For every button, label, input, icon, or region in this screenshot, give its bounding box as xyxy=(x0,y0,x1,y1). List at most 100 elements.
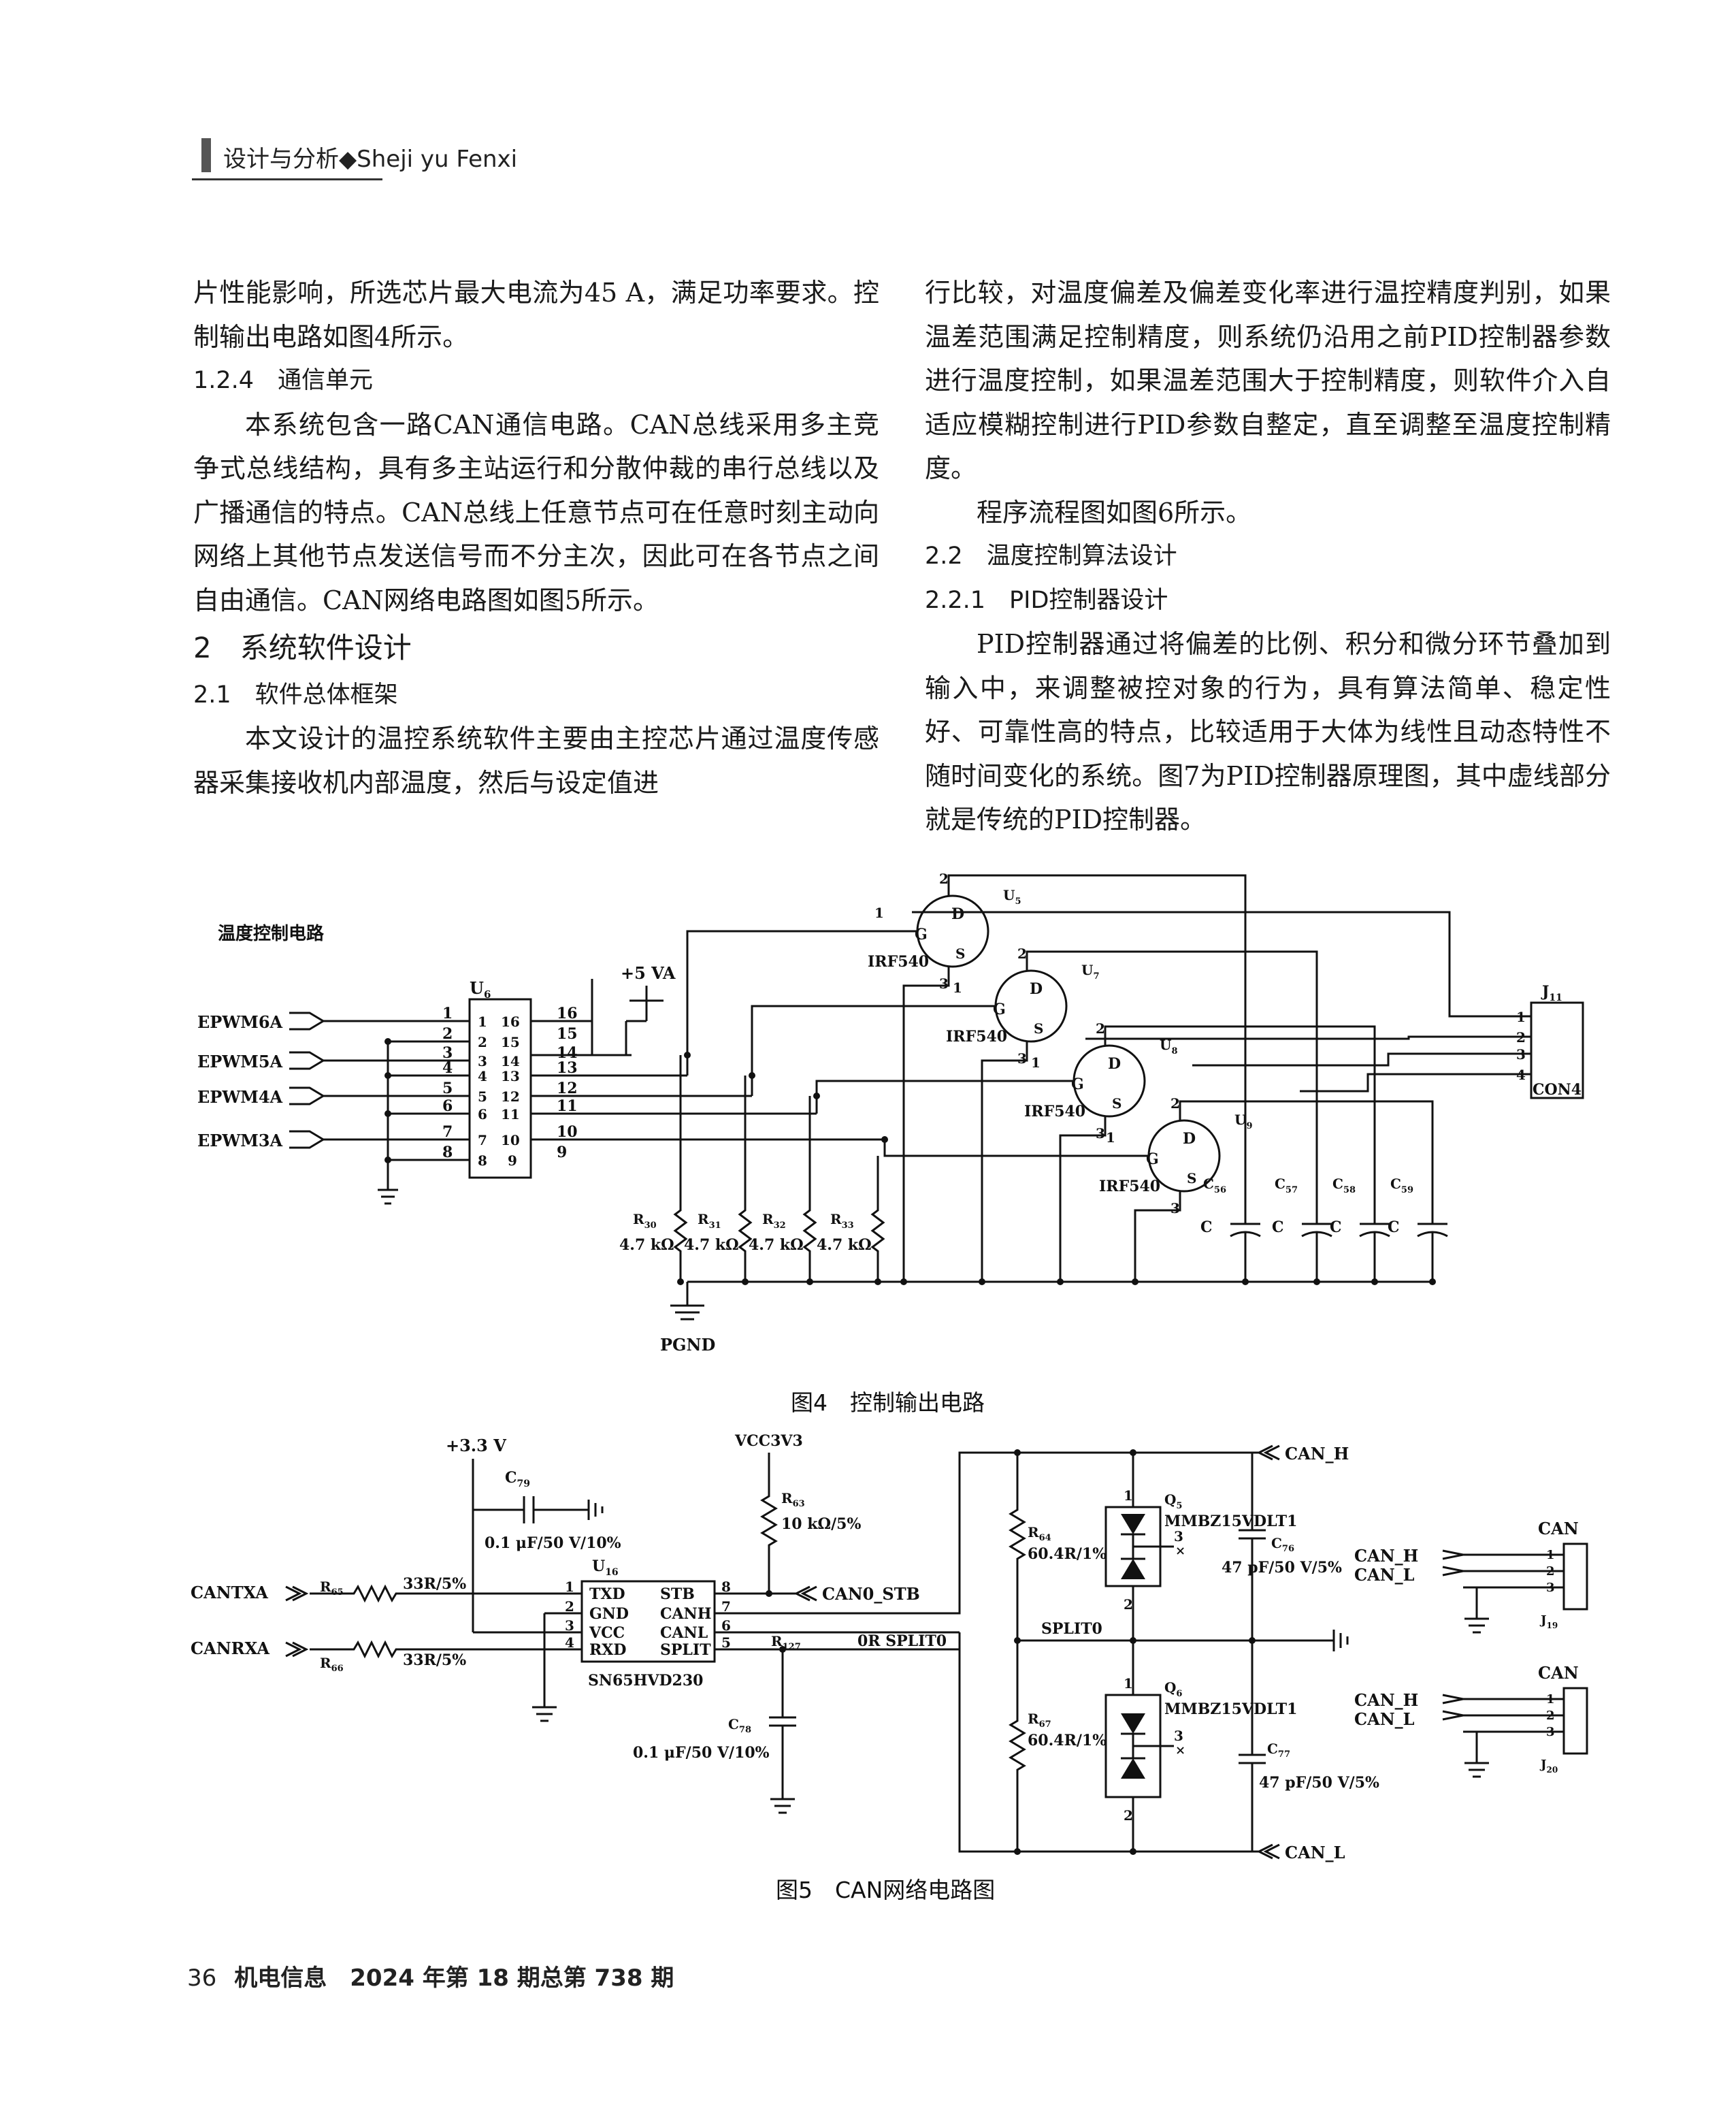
resistor-symbol xyxy=(802,1096,817,1282)
cap-value: C xyxy=(1330,1218,1342,1236)
tvs-ref: Q6 xyxy=(1164,1679,1182,1699)
r66-label: R66 xyxy=(320,1655,344,1674)
u6-pin-number: 15 xyxy=(557,1025,578,1043)
cantx-label: CANTXA xyxy=(191,1583,268,1602)
mosfet-source-label: S xyxy=(1112,1095,1121,1112)
junction xyxy=(749,1072,755,1079)
u6-pin-number: 11 xyxy=(557,1097,578,1115)
u6-pin-inner: 15 xyxy=(501,1034,520,1050)
diode-icon xyxy=(1121,1713,1145,1734)
resistor-symbol xyxy=(673,1055,688,1282)
section-heading: 1.2.4 通信单元 xyxy=(193,367,374,394)
drain-bus xyxy=(1179,1100,1434,1224)
u6-pin-inner: 16 xyxy=(501,1014,520,1030)
mosfet-pin2: 2 xyxy=(1017,946,1027,962)
chip-pin-name: STB xyxy=(660,1585,695,1603)
r66-value: 33R/5% xyxy=(403,1651,466,1669)
tvs-pin3: 3 xyxy=(1174,1728,1183,1744)
u6-pin-inner: 3 xyxy=(478,1053,487,1069)
u6-pin-inner: 12 xyxy=(501,1088,520,1105)
stb-net: CAN0_STB xyxy=(822,1584,920,1604)
mosfet-drain-label: D xyxy=(951,905,964,923)
mosfet-ref: U9 xyxy=(1234,1112,1253,1131)
epwm-input-label: EPWM5A xyxy=(197,1052,283,1071)
junction xyxy=(1371,1278,1378,1285)
can-network-circuit: +3.3 V C79 0.1 μF/50 V/10% CANTXA CANRXA… xyxy=(191,1432,1588,1862)
left-column: 片性能影响，所选芯片最大电流为45 A，满足功率要求。控制输出电路如图4所示。 … xyxy=(193,271,879,805)
r64-label: R64 xyxy=(1028,1524,1051,1543)
mosfet-model: IRF540 xyxy=(1024,1103,1085,1120)
drain-bus xyxy=(1104,1025,1376,1224)
can-connector-title: CAN xyxy=(1538,1663,1579,1683)
junction xyxy=(1130,1848,1136,1855)
mosfet-source-label: S xyxy=(955,946,965,962)
tvs-pin2: 2 xyxy=(1124,1596,1133,1613)
u6-pin-number: 10 xyxy=(557,1123,578,1141)
u6-pin-inner: 13 xyxy=(501,1068,520,1084)
resistor-label: R30 xyxy=(633,1211,657,1231)
mosfet-gate-label: G xyxy=(1071,1076,1084,1093)
u6-pin-number: 12 xyxy=(557,1080,578,1097)
mosfet-gate-label: G xyxy=(993,1001,1006,1018)
paragraph: PID控制器通过将偏差的比例、积分和微分环节叠加到输入中，来调整被控对象的行为，… xyxy=(925,629,1611,835)
chip-pin-name: SPLIT xyxy=(660,1641,711,1659)
u6-pin-number: 4 xyxy=(442,1059,453,1077)
tvs-pin2: 2 xyxy=(1124,1807,1133,1824)
tvs-model: MMBZ15VDLT1 xyxy=(1164,1700,1297,1718)
c77-value: 47 pF/50 V/5% xyxy=(1259,1774,1379,1792)
junction xyxy=(1313,1278,1320,1285)
page-number: 36 xyxy=(187,1965,217,1992)
figure-5-schematic: +3.3 V C79 0.1 μF/50 V/10% CANTXA CANRXA… xyxy=(184,1428,1613,1880)
paragraph: 行比较，对温度偏差及偏差变化率进行温控精度判别，如果温差范围满足控制精度，则系统… xyxy=(925,278,1611,483)
junction xyxy=(1132,1278,1139,1285)
chip-pin-number: 3 xyxy=(565,1617,574,1634)
resistor-value: 4.7 kΩ xyxy=(684,1236,739,1254)
mosfet-gate-label: G xyxy=(915,926,928,943)
mosfet-pin3: 3 xyxy=(1096,1125,1105,1142)
u6-pin-number: 6 xyxy=(442,1097,453,1115)
paragraph: 本系统包含一路CAN通信电路。CAN总线采用多主竞争式总线结构，具有多主站运行和… xyxy=(193,409,879,615)
canh-label: CAN_H xyxy=(1354,1546,1418,1566)
con4-label: CON4 xyxy=(1533,1081,1582,1099)
diode-icon xyxy=(1121,1514,1145,1534)
input-port-icon xyxy=(289,1051,325,1070)
u6-pin-number: 9 xyxy=(557,1144,567,1161)
j11-label: J11 xyxy=(1541,983,1562,1003)
right-column: 行比较，对温度偏差及偏差变化率进行温控精度判别，如果温差范围满足控制精度，则系统… xyxy=(925,271,1611,842)
r67-label: R67 xyxy=(1028,1711,1051,1730)
drain-bus xyxy=(947,874,1247,1224)
cap-value: C xyxy=(1272,1218,1284,1236)
u16-label: U16 xyxy=(592,1557,619,1578)
chip-pin-number: 1 xyxy=(565,1579,574,1595)
chip-pin-name: GND xyxy=(589,1605,629,1623)
u6-pin-number: 5 xyxy=(442,1080,453,1097)
u6-label: U6 xyxy=(470,978,491,1001)
junction xyxy=(979,1278,985,1285)
source-wire xyxy=(1059,1116,1107,1282)
section-heading: 2 系统软件设计 xyxy=(193,631,412,664)
mosfet-ref: U7 xyxy=(1081,962,1100,982)
source-wire xyxy=(981,1041,1028,1282)
header-rule xyxy=(192,178,382,180)
c76-value: 47 pF/50 V/5% xyxy=(1222,1559,1342,1577)
mosfet-drain-label: D xyxy=(1030,980,1043,998)
resistor-label: R31 xyxy=(698,1211,721,1231)
tvs-pin1: 1 xyxy=(1124,1487,1133,1504)
junction xyxy=(900,1278,907,1285)
resistor-value: 4.7 kΩ xyxy=(619,1236,674,1254)
junction xyxy=(1130,1449,1136,1456)
source-wire xyxy=(902,967,950,1282)
mosfet-pin3: 3 xyxy=(1170,1200,1180,1216)
tvs-ref: Q5 xyxy=(1164,1491,1182,1511)
u6-pin-number: 3 xyxy=(442,1044,453,1062)
junction xyxy=(677,1278,684,1285)
r63-label: R63 xyxy=(781,1490,805,1509)
resistor-label: R33 xyxy=(830,1211,854,1231)
chip-pin-name: TXD xyxy=(589,1585,625,1603)
figure-title: 温度控制电路 xyxy=(218,923,325,944)
cap-label: C58 xyxy=(1332,1176,1356,1195)
